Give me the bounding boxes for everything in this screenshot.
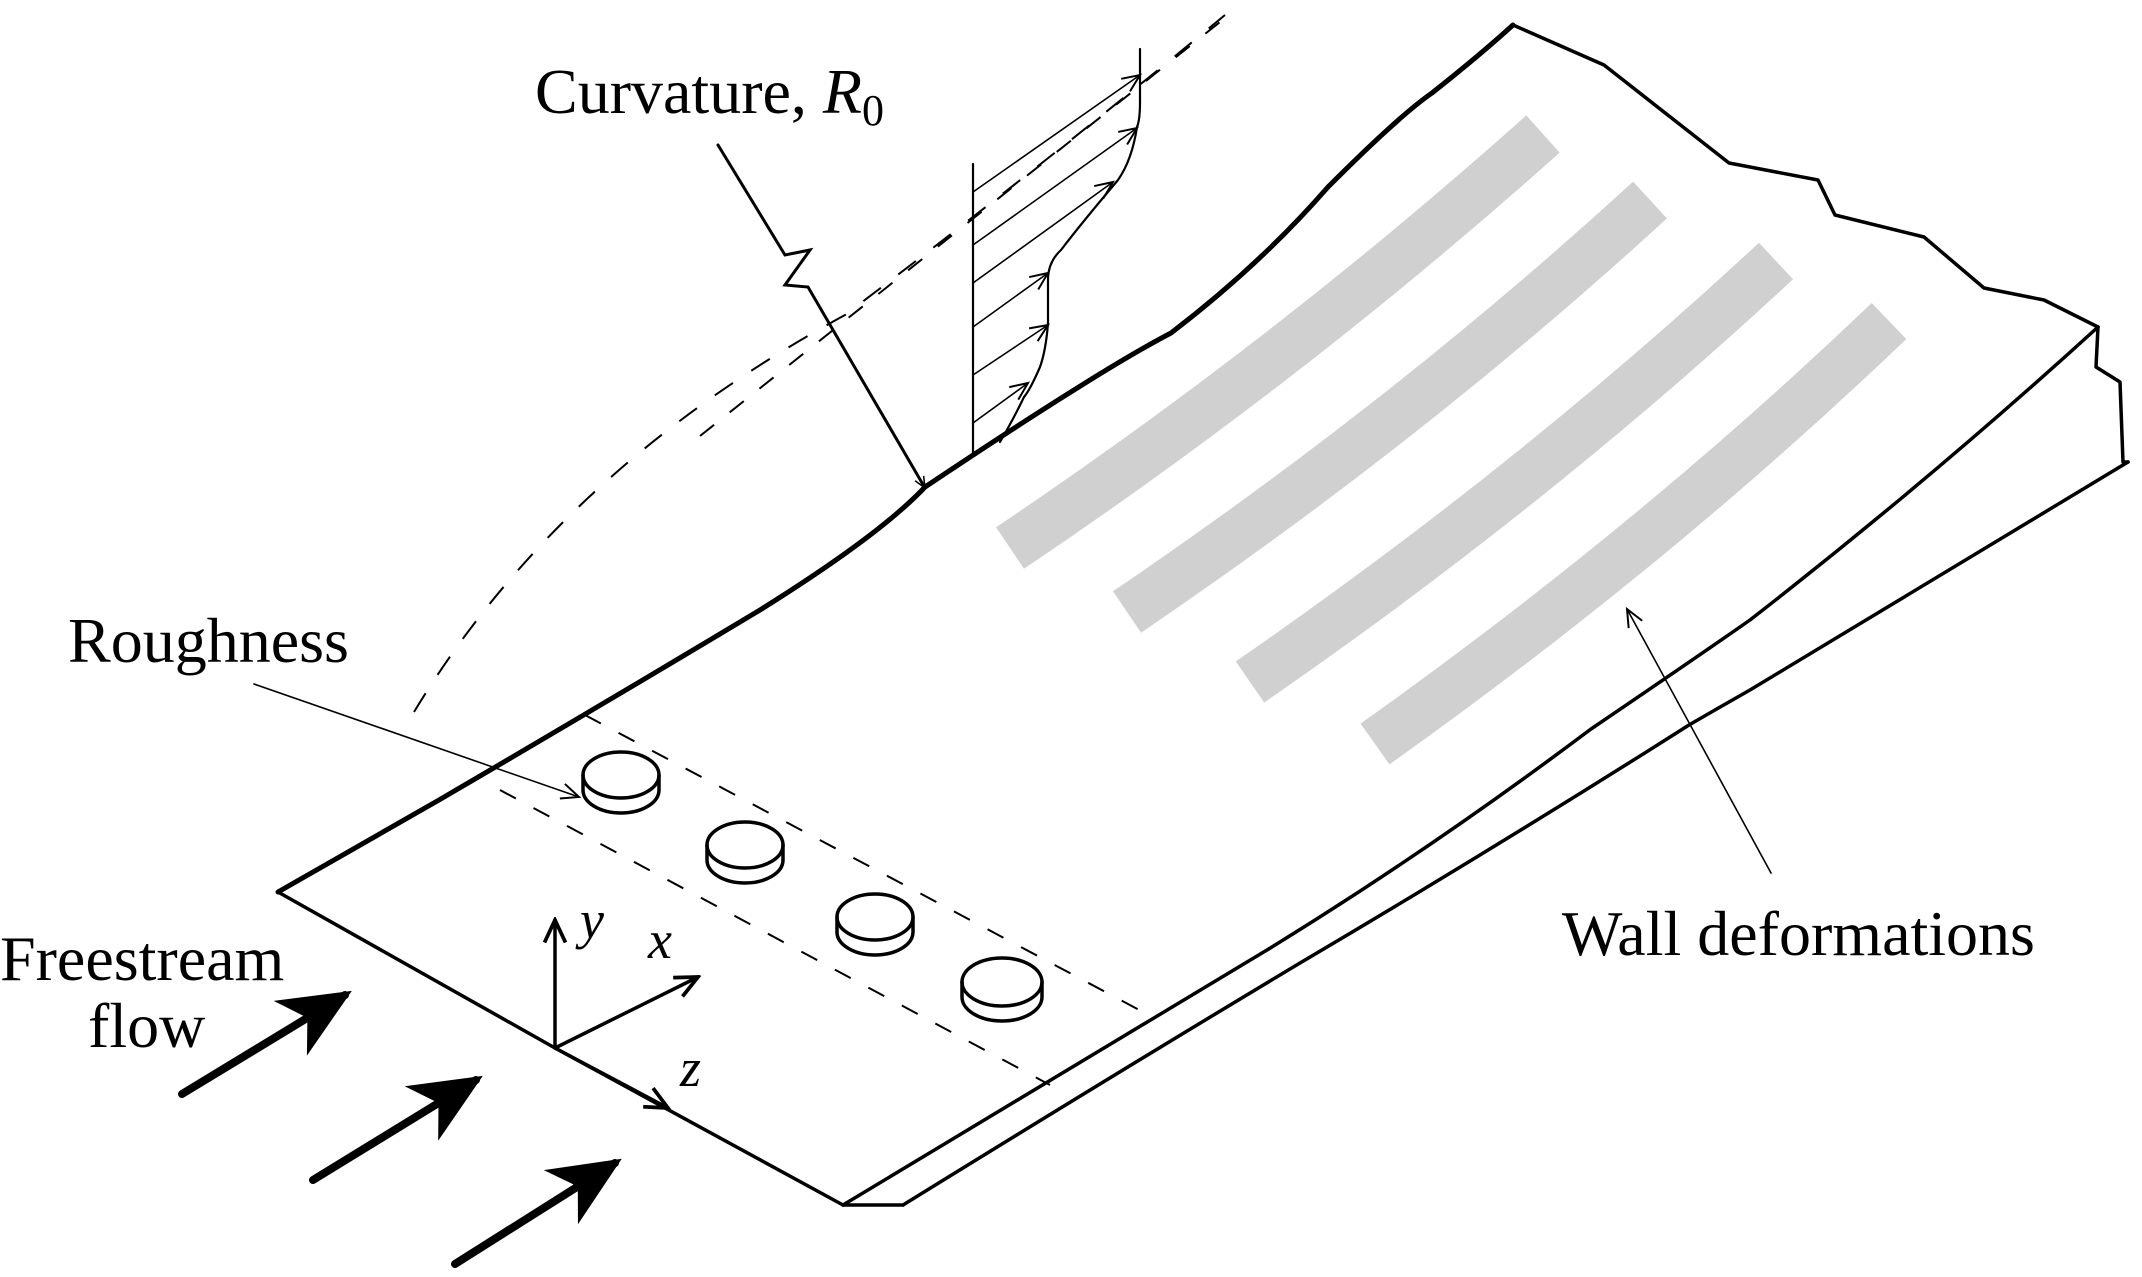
x-axis-label: x (647, 910, 672, 970)
roughness-element (581, 750, 661, 815)
roughness-element (705, 820, 785, 885)
freestream-arrow (309, 1075, 483, 1184)
velocity-profile (971, 47, 1140, 455)
velocity-arrow (972, 182, 1113, 284)
x-axis-arrow (553, 977, 698, 1050)
curvature-reference-dashed-curve (413, 14, 1226, 713)
z-axis-arrow (553, 1046, 668, 1108)
plate-outer-side-edge (901, 460, 2130, 1207)
wall-deformation-stripe (1112, 181, 1667, 633)
roughness-leader-arrow (253, 683, 579, 797)
curvature-label-text: Curvature, (535, 56, 823, 127)
wall-deformation-stripe (996, 115, 1560, 569)
curvature-symbol: R (822, 56, 862, 127)
roughness-element (960, 956, 1044, 1023)
freestream-label-line1: Freestream (0, 923, 284, 994)
wall-deformation-stripe (1235, 242, 1794, 703)
curvature-leader-arrow (716, 143, 927, 488)
velocity-arrow (972, 75, 1140, 193)
roughness-element (835, 892, 915, 957)
plate-torn-right-edge (2094, 325, 2130, 464)
wall-deformations-leader-arrow (1627, 609, 1772, 874)
plate-inner-side-edge (841, 325, 2100, 1207)
freestream-arrow (451, 1158, 622, 1268)
coordinate-axes: y x z (555, 890, 701, 1108)
velocity-profile-arrows (972, 75, 1140, 424)
y-axis-label: y (575, 890, 604, 950)
roughness-row-dashed-line-upper (584, 714, 1144, 1013)
velocity-arrow (972, 383, 1028, 424)
velocity-arrow (972, 128, 1137, 246)
velocity-arrow (972, 325, 1048, 376)
roughness-row-dashed-line-lower (499, 789, 1051, 1086)
wall-deformations-label: Wall deformations (1562, 898, 2035, 969)
plate-torn-top-edge (1511, 23, 2100, 329)
velocity-arrow (972, 273, 1048, 328)
wall-deformation-stripe (1360, 302, 1907, 765)
roughness-elements (581, 750, 1044, 1023)
freestream-arrows (178, 990, 622, 1268)
freestream-label-line2: flow (88, 990, 205, 1061)
wall-deformation-stripes (996, 115, 1907, 765)
freestream-arrow (178, 990, 352, 1098)
plate-leading-edge (276, 890, 845, 1207)
z-axis-label: z (679, 1038, 701, 1098)
curvature-label: Curvature, R0 (535, 56, 884, 135)
plate-top-edge (275, 22, 1516, 895)
roughness-label: Roughness (68, 605, 349, 676)
curvature-subscript: 0 (862, 86, 884, 135)
